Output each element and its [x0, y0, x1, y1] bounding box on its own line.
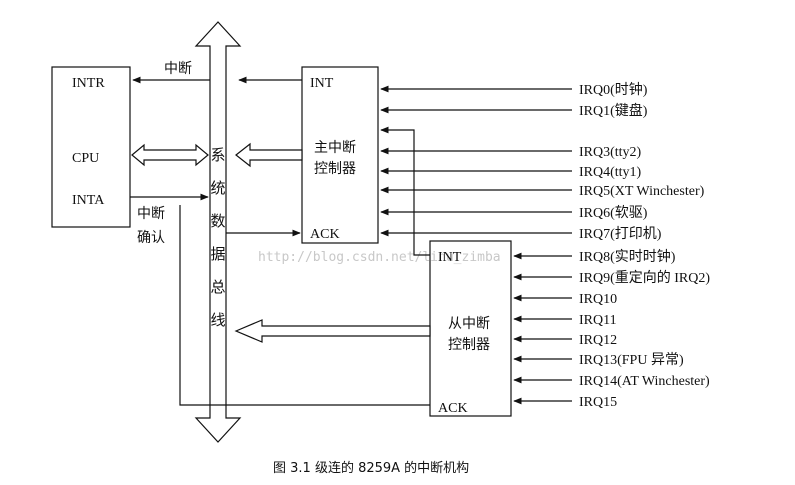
bus-char: 系 — [210, 146, 225, 164]
irq-label: IRQ15 — [579, 395, 617, 410]
master-ack-label: ACK — [310, 227, 340, 242]
irq-label: IRQ0(时钟) — [579, 81, 648, 98]
slave-name-line1: 从中断 — [448, 316, 490, 332]
irq-label: IRQ14(AT Winchester) — [579, 374, 710, 389]
figure-caption: 图 3.1 级连的 8259A 的中断机构 — [273, 460, 469, 476]
watermark-text: http://blog.csdn.net/linu_zimba — [258, 250, 501, 265]
cpu-intr-label: INTR — [72, 76, 105, 91]
irq-label: IRQ8(实时时钟) — [579, 248, 676, 265]
cpu-box — [51, 66, 131, 228]
irq-label: IRQ9(重定向的 IRQ2) — [579, 270, 710, 286]
ack-label-line1: 中断 — [137, 206, 165, 222]
slave-name-line2: 控制器 — [448, 337, 490, 353]
cascade-line — [380, 126, 430, 256]
system-bus-label: 系 统 数 据 总 线 — [210, 146, 225, 329]
bus-char: 总 — [210, 278, 225, 296]
irq-label: IRQ7(打印机) — [579, 225, 662, 242]
irq-label: IRQ12 — [579, 333, 617, 348]
master-name-line1: 主中断 — [314, 140, 356, 156]
slave-int-label: INT — [438, 250, 462, 265]
bus-char: 据 — [210, 245, 225, 263]
irq-label: IRQ10 — [579, 292, 617, 307]
inta-ack-to-slave-line — [179, 205, 430, 406]
irq-label: IRQ3(tty2) — [579, 145, 642, 160]
master-data-arrow — [235, 142, 303, 168]
irq-lines: IRQ0(时钟) IRQ1(键盘) IRQ3(tty2) IRQ4(tty1) IRQ5… — [380, 81, 710, 410]
bus-char: 线 — [210, 311, 225, 329]
master-int-label: INT — [310, 76, 334, 91]
system-bus-arrow — [194, 21, 242, 443]
ack-label-line2: 确认 — [137, 230, 165, 246]
irq-label: IRQ11 — [579, 313, 617, 328]
irq-label: IRQ13(FPU 异常) — [579, 352, 684, 368]
irq-label: IRQ5(XT Winchester) — [579, 184, 705, 199]
irq-label: IRQ1(键盘) — [579, 102, 648, 119]
irq-label: IRQ4(tty1) — [579, 165, 642, 180]
slave-ack-label: ACK — [438, 401, 468, 416]
cpu-name-label: CPU — [72, 151, 99, 166]
cpu-bus-double-arrow — [131, 143, 209, 167]
bus-char: 统 — [210, 179, 225, 197]
master-name-line2: 控制器 — [314, 161, 356, 177]
bus-char: 数 — [210, 212, 225, 230]
slave-data-arrow — [234, 319, 431, 343]
irq-label: IRQ6(软驱) — [579, 205, 648, 221]
interrupt-label: 中断 — [164, 61, 192, 77]
cpu-inta-label: INTA — [72, 193, 105, 208]
